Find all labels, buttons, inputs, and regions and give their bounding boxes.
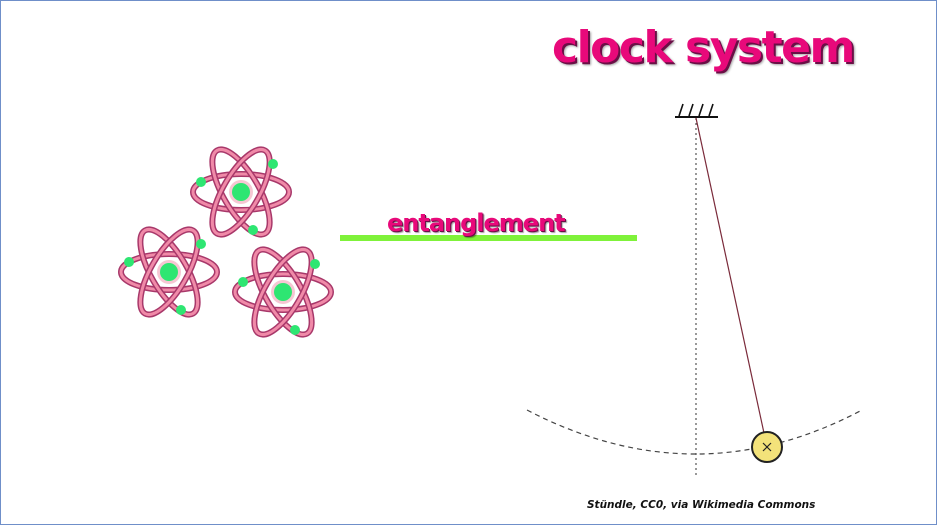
- image-credit: Stündle, CC0, via Wikimedia Commons: [587, 499, 816, 511]
- slide-title: clock system: [552, 22, 855, 73]
- entanglement-line: [340, 235, 637, 241]
- pendulum-icon: [526, 103, 863, 478]
- atom-icon: [193, 141, 289, 242]
- atom-icon: [121, 221, 217, 322]
- entanglement-label: entanglement: [387, 209, 566, 237]
- atom-icon: [235, 241, 331, 342]
